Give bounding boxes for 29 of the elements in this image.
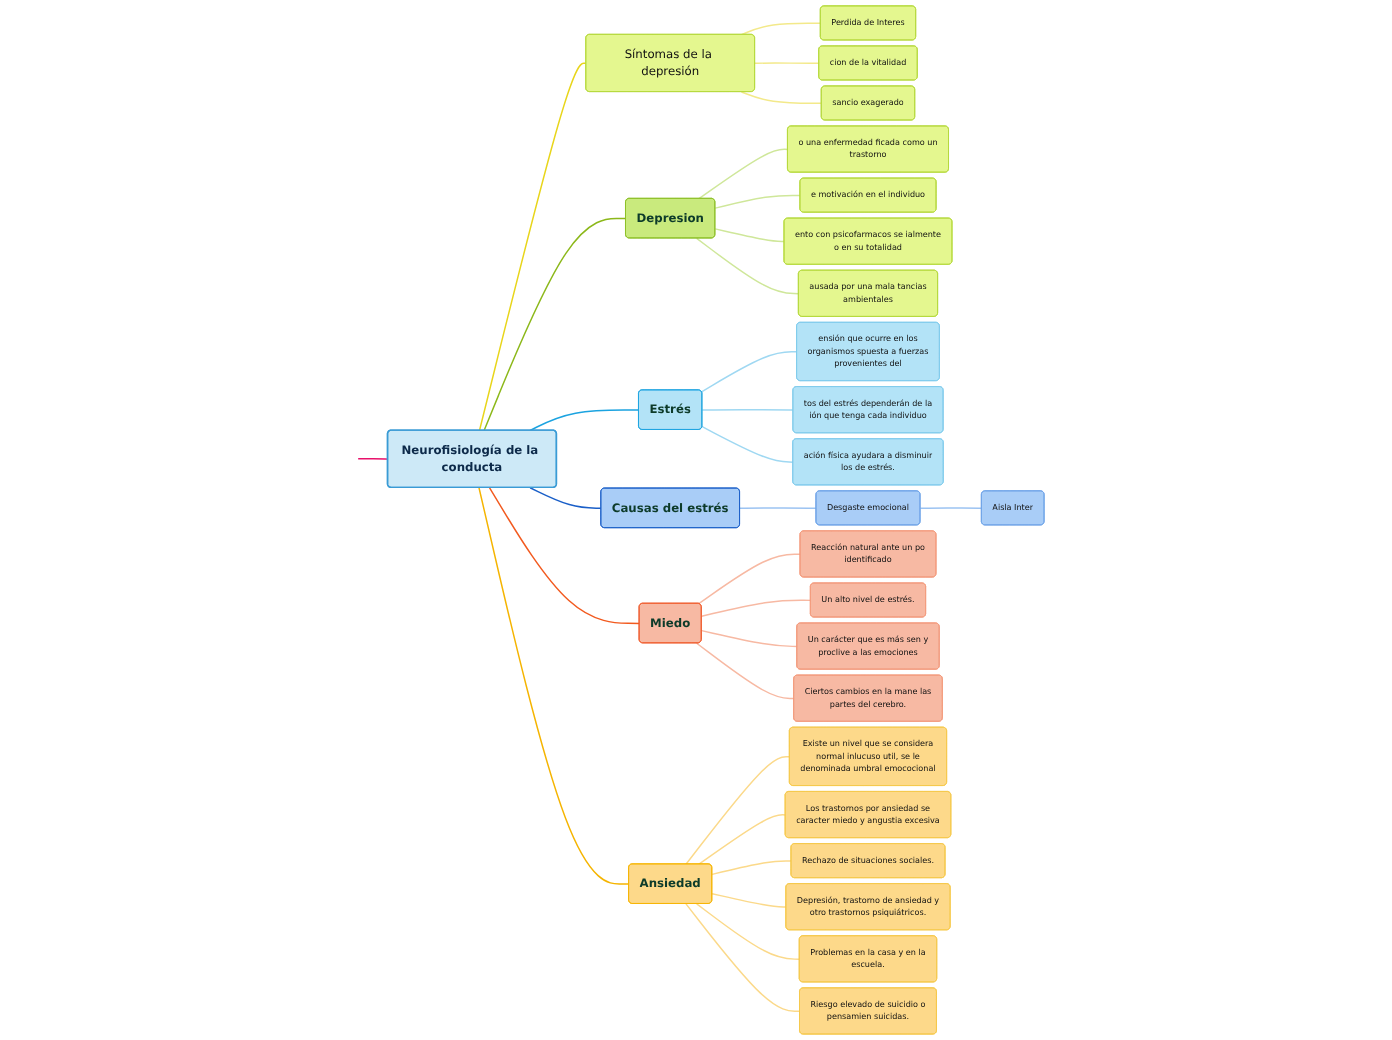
- connector-line: [698, 814, 787, 865]
- connector-line: [685, 755, 791, 865]
- connector-line: [698, 148, 789, 200]
- connector-line: [483, 217, 627, 432]
- connector-line: [478, 62, 587, 432]
- connector-line: [488, 487, 641, 625]
- connector-line: [478, 487, 630, 885]
- connector-line: [700, 599, 812, 617]
- connector-line: [357, 458, 389, 460]
- connector-line: [685, 903, 801, 1013]
- connector-line: [711, 860, 793, 876]
- connector-line: [698, 553, 802, 605]
- connector-line: [695, 237, 800, 295]
- connector-line: [529, 409, 640, 432]
- connector-line: [695, 903, 801, 960]
- connector-line: [739, 507, 818, 509]
- connector-line: [695, 642, 795, 700]
- connector-line: [529, 487, 602, 509]
- connector-line: [754, 62, 820, 65]
- connector-line: [700, 629, 798, 648]
- connector-line: [701, 409, 794, 411]
- connector-line: [701, 426, 794, 463]
- connector-line: [919, 507, 983, 509]
- connector-line: [740, 22, 822, 36]
- connector-line: [714, 194, 801, 209]
- connector-line: [740, 91, 823, 105]
- connector-line: [714, 228, 786, 243]
- connector-line: [700, 351, 798, 393]
- connector-line: [711, 893, 787, 908]
